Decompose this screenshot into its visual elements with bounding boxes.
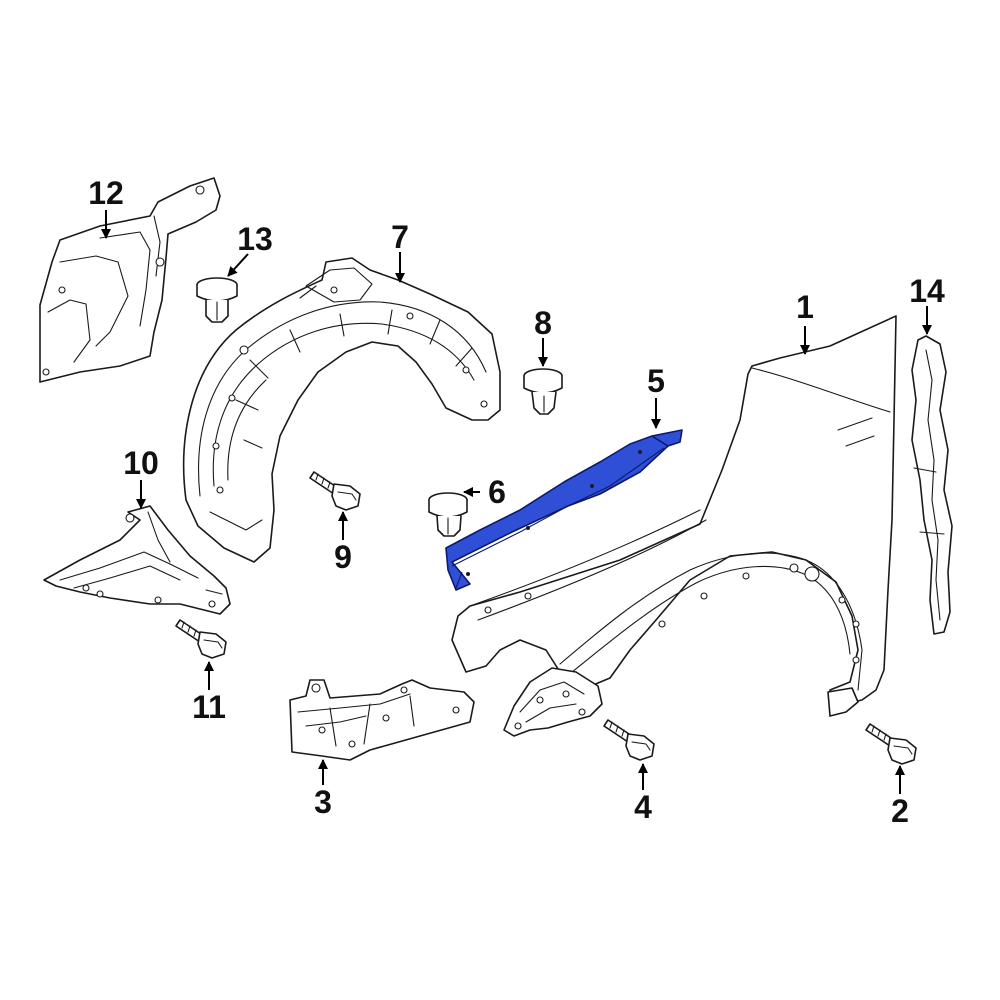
callout-9: 9 [334, 539, 352, 575]
callout-3: 3 [314, 784, 332, 820]
callout-7: 7 [391, 219, 409, 255]
callout-5: 5 [647, 363, 665, 399]
callout-14: 14 [909, 273, 945, 309]
leader-arrows [101, 210, 932, 794]
part-11-bolt[interactable] [175, 619, 227, 659]
callout-2: 2 [891, 793, 909, 829]
part-13-push-clip[interactable] [196, 277, 238, 323]
callout-10: 10 [123, 445, 159, 481]
callout-1: 1 [796, 289, 814, 325]
part-5-highlighted-rail[interactable] [445, 429, 683, 591]
part-9-bolt[interactable] [309, 471, 361, 511]
callout-6: 6 [488, 474, 506, 510]
callout-8: 8 [534, 305, 552, 341]
part-4-bolt[interactable] [603, 719, 655, 761]
part-8-push-clip[interactable] [523, 368, 563, 415]
callout-11: 11 [192, 689, 226, 725]
part-12-splash-shield[interactable] [39, 177, 221, 383]
callout-4: 4 [634, 789, 652, 825]
leader-13 [227, 253, 249, 277]
part-10-undercover[interactable] [43, 505, 231, 615]
part-1-fender[interactable] [451, 315, 897, 737]
callout-12: 12 [88, 175, 124, 211]
callout-13: 13 [237, 221, 273, 257]
part-3-fender-bracket[interactable] [289, 679, 475, 761]
part-14-fender-seal[interactable] [911, 335, 953, 635]
callout-labels: 1 2 3 4 5 6 7 8 9 10 11 12 13 14 [88, 175, 945, 829]
part-2-bolt[interactable] [865, 723, 917, 765]
part-7-fender-liner[interactable] [182, 257, 501, 563]
part-6-push-clip[interactable] [428, 492, 468, 537]
